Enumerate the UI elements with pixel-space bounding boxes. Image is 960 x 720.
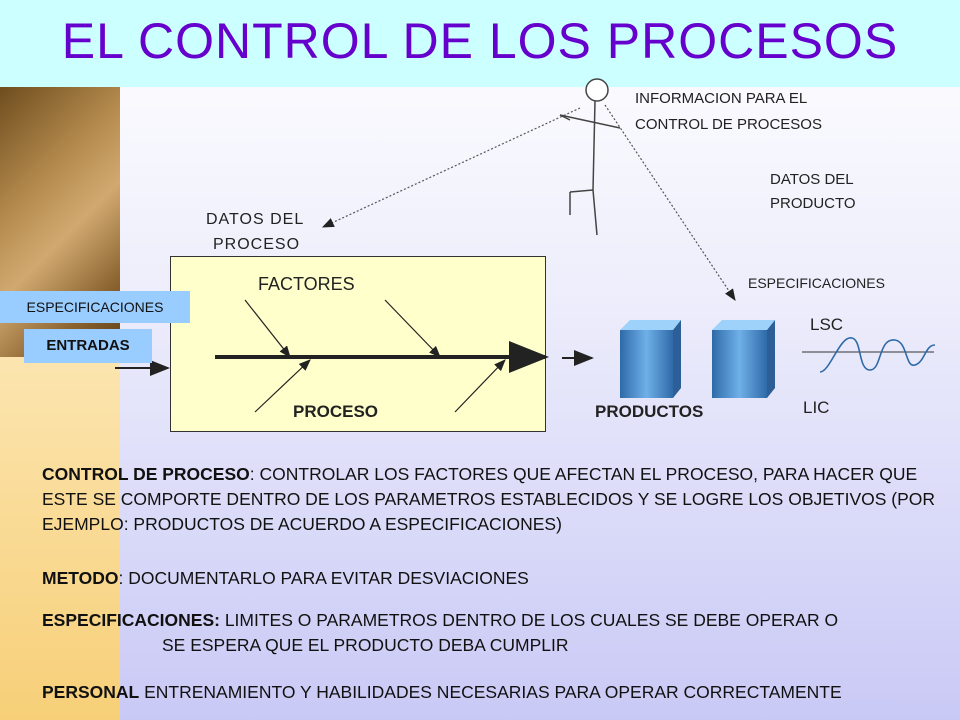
text-especificaciones-2: SE ESPERA QUE EL PRODUCTO DEBA CUMPLIR — [162, 635, 569, 655]
fishbone-bone-4 — [454, 359, 506, 413]
text-metodo: : DOCUMENTARLO PARA EVITAR DESVIACIONES — [118, 568, 529, 588]
paragraph-especificaciones: ESPECIFICACIONES: LIMITES O PARAMETROS D… — [42, 608, 942, 633]
tag-especificaciones: ESPECIFICACIONES — [0, 291, 190, 323]
tag-entradas: ENTRADAS — [24, 329, 152, 363]
label-info-line2: CONTROL DE PROCESOS — [635, 116, 822, 133]
term-control-de-proceso: CONTROL DE PROCESO — [42, 464, 250, 484]
title-band — [0, 0, 960, 87]
label-especificaciones-right: ESPECIFICACIONES — [748, 275, 885, 291]
slide-title: EL CONTROL DE LOS PROCESOS — [61, 13, 899, 69]
text-especificaciones-1: LIMITES O PARAMETROS DENTRO DE LOS CUALE… — [219, 610, 839, 630]
paragraph-personal: PERSONAL ENTRENAMIENTO Y HABILIDADES NEC… — [42, 680, 942, 705]
arrow-datos-proceso — [321, 107, 581, 228]
label-datos-proceso-1: DATOS DEL — [206, 211, 305, 228]
fishbone-bone-1 — [244, 299, 291, 358]
term-especificaciones: ESPECIFICACIONES: — [42, 610, 220, 630]
arrow-datos-producto — [604, 104, 736, 301]
fishbone-bone-2 — [384, 299, 441, 358]
product-cube-2 — [712, 320, 775, 398]
product-cube-1 — [620, 320, 681, 398]
chart-signal-curve — [819, 337, 936, 373]
label-factores: FACTORES — [258, 274, 355, 294]
paragraph-especificaciones-cont: SE ESPERA QUE EL PRODUCTO DEBA CUMPLIR — [162, 633, 922, 658]
text-personal: ENTRENAMIENTO Y HABILIDADES NECESARIAS P… — [139, 682, 842, 702]
text-control-de-proceso: : CONTROLAR LOS FACTORES QUE AFECTAN EL … — [42, 464, 936, 534]
label-productos: PRODUCTOS — [595, 402, 704, 421]
paragraph-metodo: METODO: DOCUMENTARLO PARA EVITAR DESVIAC… — [42, 566, 942, 591]
process-box — [170, 256, 546, 432]
label-datos-proceso-2: PROCESO — [213, 236, 301, 253]
term-metodo: METODO — [42, 568, 119, 588]
term-personal: PERSONAL — [42, 682, 140, 702]
label-lsc: LSC — [810, 315, 844, 334]
label-datos-producto-1: DATOS DEL — [770, 171, 854, 188]
label-proceso: PROCESO — [293, 402, 379, 421]
person-figure — [559, 78, 621, 236]
label-info-line1: INFORMACION PARA EL — [635, 90, 808, 107]
label-lic: LIC — [803, 398, 830, 417]
label-datos-producto-2: PRODUCTO — [770, 195, 856, 212]
fishbone-bone-3 — [254, 359, 311, 413]
paragraph-control-de-proceso: CONTROL DE PROCESO: CONTROLAR LOS FACTOR… — [42, 462, 942, 537]
